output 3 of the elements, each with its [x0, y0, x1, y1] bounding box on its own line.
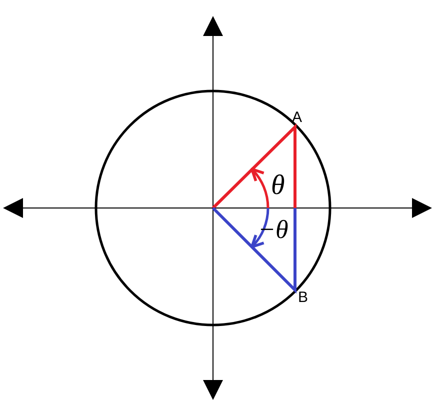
angle-label: θ: [271, 172, 285, 200]
point-label: A: [292, 110, 302, 125]
point-label: B: [298, 290, 308, 305]
